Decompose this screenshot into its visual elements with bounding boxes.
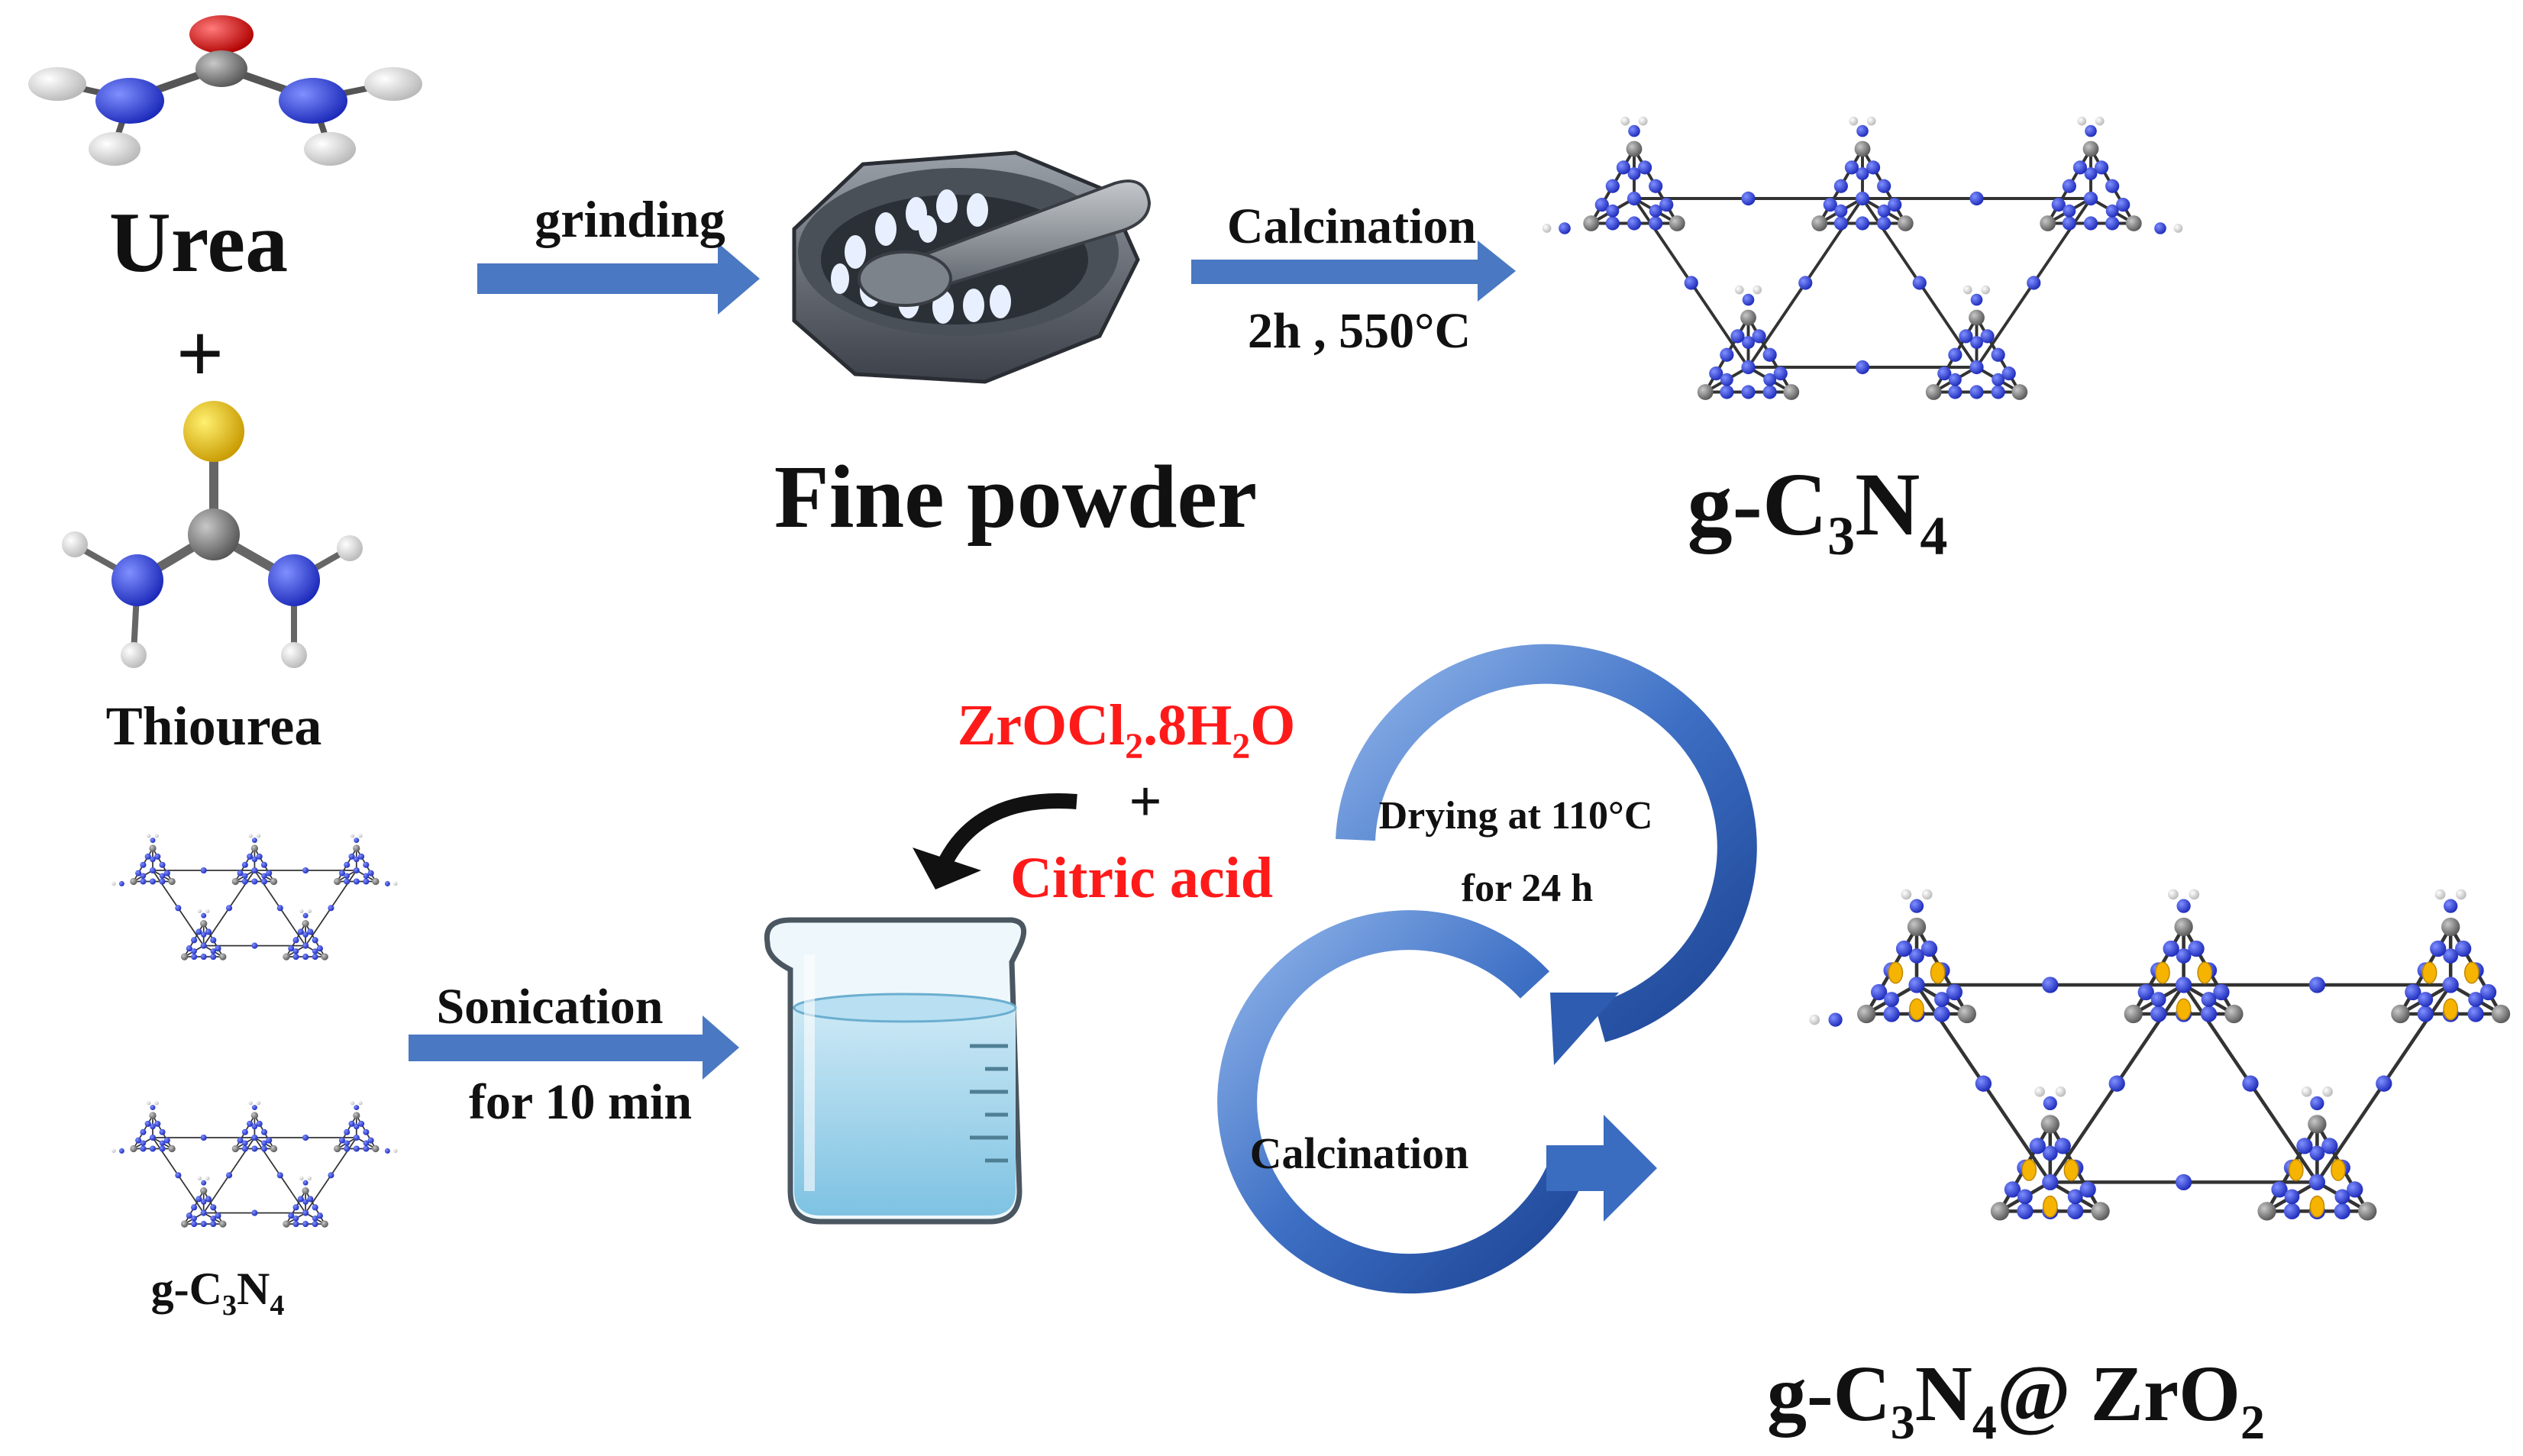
drying-label: Drying at 110°C	[1379, 794, 1653, 838]
zro2-particle	[2197, 961, 2213, 984]
zro2-particle	[2331, 1158, 2346, 1181]
calcination-arrow-top	[1191, 241, 1516, 302]
grinding-arrow	[477, 243, 760, 315]
zro2-particle	[2176, 998, 2192, 1021]
plus-sign-reagents: +	[1129, 770, 1161, 834]
zro2-particle	[2421, 961, 2437, 984]
gcn-label-top: g-C3N4	[1688, 454, 1948, 567]
sonication-label: Sonication	[436, 979, 663, 1035]
gcn-network-small-icon-2	[111, 1101, 398, 1228]
zro2-particle	[2042, 1195, 2058, 1218]
fine-powder-label: Fine powder	[774, 447, 1258, 547]
zro2-particle	[2463, 961, 2479, 984]
zro2-particle	[2063, 1158, 2079, 1181]
urea-label: Urea	[109, 195, 288, 290]
gcn-zro2-network-icon	[1809, 889, 2511, 1221]
grinding-label: grinding	[535, 190, 725, 248]
zro2-particle	[1888, 961, 1904, 984]
zro2-particle	[1909, 998, 1924, 1021]
zirconium-salt-label: ZrOCl2.8H2O	[958, 693, 1296, 767]
zro2-particle	[1930, 961, 1946, 984]
zro2-particle	[2309, 1195, 2325, 1218]
sonication-arrow	[409, 1015, 739, 1080]
thiourea-label: Thiourea	[106, 696, 322, 757]
zro2-particle	[2155, 961, 2170, 984]
thiourea-molecule-icon	[62, 401, 363, 668]
product-label: g-C3N4@ ZrO2	[1767, 1350, 2265, 1449]
calcination-label-bottom: Calcination	[1250, 1128, 1469, 1178]
sonication-time-label: for 10 min	[469, 1074, 692, 1130]
plus-sign-top: +	[176, 307, 225, 400]
calcination-cycle-arrow	[1217, 910, 1657, 1294]
urea-molecule-icon	[28, 15, 422, 166]
gcn-label-small: g-C3N4	[151, 1264, 285, 1322]
gcn-network-icon	[1542, 116, 2183, 400]
citric-acid-label: Citric acid	[1010, 846, 1273, 910]
calcination-conditions: 2h , 550°C	[1248, 303, 1471, 359]
mortar-pestle-icon	[792, 150, 1152, 384]
beaker-icon	[764, 917, 1027, 1225]
addition-curved-arrow	[913, 793, 1077, 889]
drying-time-label: for 24 h	[1462, 867, 1593, 910]
zro2-particle	[2288, 1158, 2304, 1181]
zro2-particle	[2443, 998, 2459, 1021]
gcn-network-small-icon-1	[111, 834, 398, 960]
zro2-particle	[2021, 1158, 2037, 1181]
drying-cycle-arrow	[1336, 644, 1757, 1065]
calcination-label-top: Calcination	[1227, 199, 1476, 254]
